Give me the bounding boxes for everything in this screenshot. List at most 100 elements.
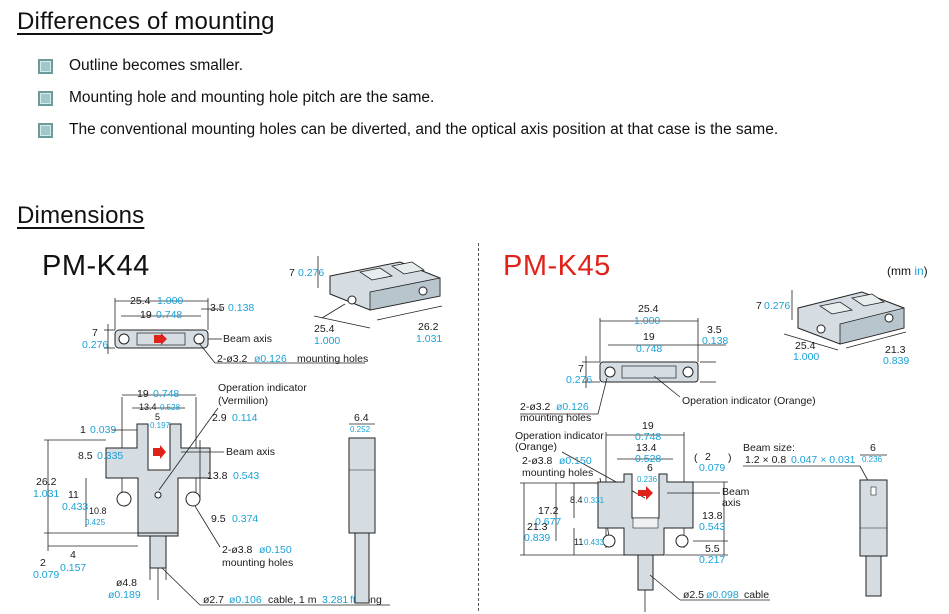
pm-k44-front-slot-in: 0.197	[150, 421, 171, 430]
differences-list: Outline becomes smaller. Mounting hole a…	[38, 50, 778, 146]
pm-k44-front-view: 19 0.748 13.4 0.528 5 0.197 Operation in…	[33, 382, 390, 606]
pm-k44-front-cable: ø2.7	[203, 594, 224, 606]
pm-k44-top-beam-axis: Beam axis	[223, 333, 272, 345]
pm-k45-front-total-h-in: 0.839	[524, 532, 550, 544]
pm-k45-front-op-indicator: Operation indicator	[515, 430, 604, 442]
pm-k45-front-mount-holes: 2-ø3.8	[522, 455, 553, 467]
pm-k44-front-cable-d-in: ø0.189	[108, 589, 141, 601]
pm-k45-side-beam-size: Beam size:	[743, 442, 795, 454]
section-divider	[478, 243, 479, 611]
pm-k45-top-pitch: 19	[643, 331, 655, 343]
pm-k44-iso-view: 7 0.276 25.4 1.000 26.2 1.031	[289, 256, 442, 347]
pm-k44-front-body-h-in: 0.543	[233, 470, 259, 482]
pm-k44-side-width: 6.4	[354, 412, 369, 424]
pm-k45-front-bottom: 5.5	[705, 543, 720, 555]
pm-k45-iso-height-in: 0.276	[764, 300, 790, 312]
pm-k44-front-base-b: 4	[70, 549, 76, 561]
pm-k45-side-beam-size-val: 1.2 × 0.8	[745, 454, 786, 466]
pm-k45-front-b: 17.2	[538, 505, 559, 517]
bullet-text: Outline becomes smaller.	[69, 57, 244, 74]
pm-k44-top-width-in: 1.000	[157, 295, 183, 307]
pm-k45-front-gap-paren-open: (	[694, 452, 698, 464]
pm-k45-side-beam-size-in: 0.047 × 0.031	[791, 454, 856, 466]
pm-k44-front-hole-h2: 10.8	[89, 506, 107, 516]
pm-k45-top-holes-in: ø0.126	[556, 401, 589, 413]
pm-k45-side-view: Beam size: 1.2 × 0.8 0.047 × 0.031 6 0.2…	[743, 442, 888, 597]
pm-k45-front-gap-paren-close: )	[728, 452, 732, 464]
pm-k44-top-width: 25.4	[130, 295, 151, 307]
pm-k44-front-cable-d: ø4.8	[116, 577, 137, 589]
pm-k44-iso-depth-in: 1.031	[416, 333, 442, 345]
pm-k45-front-beam-axis-1: Beam	[722, 486, 750, 498]
pm-k45-front-slot-in: 0.236	[637, 475, 658, 484]
pm-k45-top-height: 7	[578, 363, 584, 375]
pm-k44-front-op-color: (Vermilion)	[218, 395, 268, 407]
pm-k45-front-op-color: (Orange)	[515, 441, 557, 453]
pm-k45-front-gap-in: 0.079	[699, 462, 725, 474]
bullet-text: The conventional mounting holes can be d…	[69, 121, 779, 138]
pm-k45-front-mount-holes-in: ø0.150	[559, 455, 592, 467]
pm-k44-front-base-a-in: 0.079	[33, 569, 59, 581]
pm-k44-front-mount-holes: 2-ø3.8	[222, 544, 253, 556]
pm-k44-front-hole-h-in: 0.433	[62, 501, 88, 513]
pm-k45-top-op-indicator: Operation indicator (Orange)	[682, 395, 816, 407]
pm-k44-front-pitch-in: 0.748	[153, 388, 179, 400]
pm-k44-front-bottom: 9.5	[211, 513, 226, 525]
pm-k45-front-inner-in: 0.528	[635, 453, 661, 465]
pm-k45-front-pitch-in: 0.748	[635, 431, 661, 443]
pm-k44-front-edge: 1	[80, 424, 86, 436]
pm-k45-front-b-in: 0.677	[535, 516, 561, 528]
pm-k44-front-beam-h: 8.5	[78, 450, 93, 462]
pm-k45-front-bottom-in: 0.217	[699, 554, 725, 566]
pm-k45-title: PM-K45	[503, 250, 611, 282]
pm-k45-top-pitch-in: 0.748	[636, 343, 662, 355]
dimensions-heading: Dimensions	[17, 202, 145, 229]
pm-k45-front-inner: 13.4	[636, 442, 657, 454]
differences-heading: Differences of mounting	[17, 8, 275, 35]
units-note: (mm in)	[887, 264, 928, 278]
pm-k45-top-holes: 2-ø3.2	[520, 401, 551, 413]
pm-k45-front-cable-in: ø0.098	[706, 589, 739, 601]
pm-k44-front-mount-holes-in: ø0.150	[259, 544, 292, 556]
pm-k45-top-height-in: 0.276	[566, 374, 592, 386]
pm-k45-front-body-h-in: 0.543	[699, 521, 725, 533]
pm-k44-front-cable-in: ø0.106	[229, 594, 262, 606]
pm-k45-top-edge: 3.5	[707, 324, 722, 336]
pm-k44-front-beam-h-in: 0.335	[97, 450, 123, 462]
pm-k45-front-cable-suffix: cable	[744, 589, 769, 601]
pm-k45-front-a-in: 0.331	[584, 496, 605, 505]
pm-k45-front-pitch: 19	[642, 420, 654, 432]
list-item: Mounting hole and mounting hole pitch ar…	[38, 82, 778, 114]
pm-k45-side-width-in: 0.236	[862, 455, 883, 464]
pm-k44-top-edge: 3.5	[210, 302, 225, 314]
pm-k45-front-mount-holes-suffix: mounting holes	[522, 467, 593, 479]
pm-k45-iso-width: 25.4	[795, 340, 816, 352]
pm-k44-front-base-b-in: 0.157	[60, 562, 86, 574]
pm-k44-title: PM-K44	[42, 250, 150, 282]
pm-k45-front-cable: ø2.5	[683, 589, 704, 601]
bullet-square-icon	[38, 122, 53, 138]
pm-k44-top-pitch-in: 0.748	[156, 309, 182, 321]
pm-k45-top-view: 25.4 1.000 19 0.748 3.5 0.138 7 0.276 2-…	[520, 303, 816, 424]
pm-k44-top-height: 7	[92, 327, 98, 339]
pm-k44-front-beam-axis: Beam axis	[226, 446, 275, 458]
pm-k44-front-body-h: 13.8	[207, 470, 228, 482]
pm-k44-front-hole-h: 11	[68, 489, 79, 501]
pm-k44-front-inner-in: 0.528	[160, 403, 181, 412]
pm-k44-front-hole-h2-in: 0.425	[85, 518, 106, 527]
pm-k44-side-width-in: 0.252	[350, 425, 371, 434]
pm-k44-side-view: 6.4 0.252	[348, 412, 376, 604]
pm-k44-front-top-off-in: 0.114	[232, 412, 258, 424]
pm-k45-front-view: Operation indicator (Orange) 19 0.748 13…	[515, 420, 770, 612]
pm-k44-front-bottom-in: 0.374	[232, 513, 258, 525]
pm-k45-iso-depth: 21.3	[885, 344, 906, 356]
pm-k45-front-body-h: 13.8	[702, 510, 723, 522]
pm-k44-front-total-h: 26.2	[36, 476, 57, 488]
pm-k44-front-total-h-in: 1.031	[33, 488, 59, 500]
pm-k44-front-op-indicator: Operation indicator	[218, 382, 307, 394]
pm-k45-iso-view: 7 0.276 25.4 1.000 21.3 0.839	[756, 290, 909, 367]
list-item: Outline becomes smaller.	[38, 50, 778, 82]
pm-k45-iso-width-in: 1.000	[793, 351, 819, 363]
pm-k44-top-holes-in: ø0.126	[254, 353, 287, 365]
